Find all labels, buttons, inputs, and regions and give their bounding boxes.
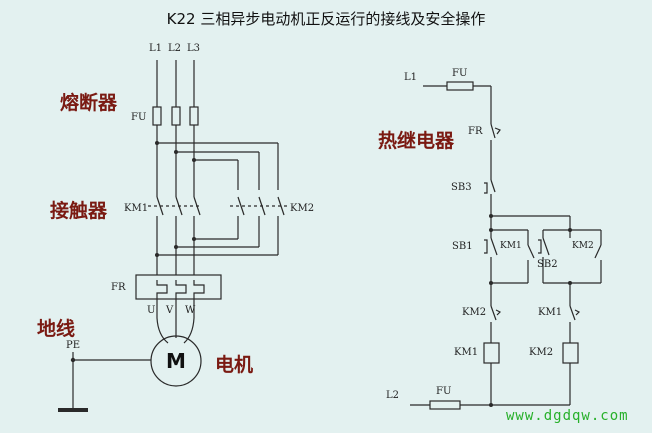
thermal-relay-box [135,274,222,300]
km2-interlock-label: KM2 [462,307,487,318]
control-fr-label: FR [468,126,483,137]
motor-leads [156,299,195,344]
km1-hold-label: KM1 [500,241,522,251]
thermal-relay-heading: 热继电器 [378,130,455,152]
km2-hold-label: KM2 [572,241,594,251]
terminal-u-label: U [147,305,156,316]
watermark-text: www.dgdqw.com [506,408,629,424]
km1-coil-label: KM1 [454,347,479,358]
line-l2-label: L2 [168,43,182,54]
km1-interlock-label: KM1 [538,307,563,318]
power-lines [156,60,195,275]
km2-main-contacts [230,196,288,216]
control-l1-label: L1 [404,72,418,83]
ground-heading: 地线 [37,318,76,340]
fuse-group [152,106,199,126]
motor-letter: M [166,349,186,373]
pe-label: PE [66,340,81,351]
contactor-heading: 接触器 [50,200,108,222]
fuse-label: FU [131,112,147,123]
sb1-label: SB1 [452,241,473,252]
line-l1-label: L1 [149,43,163,54]
sb3-label: SB3 [451,182,472,193]
reversing-bridge [157,142,279,256]
motor-symbol [150,335,202,387]
line-l3-label: L3 [187,43,201,54]
motor-heading: 电机 [215,354,254,376]
terminal-v-label: V [166,305,174,316]
km1-label: KM1 [124,203,149,214]
control-fu-top-label: FU [452,68,468,79]
sb2-label: SB2 [537,259,558,270]
control-circuit [410,81,602,410]
km1-main-contacts [148,196,201,216]
control-fu-bottom-label: FU [436,386,452,397]
fuse-heading: 熔断器 [60,92,118,114]
diagram-title: K22 三相异步电动机正反运行的接线及安全操作 [166,10,486,28]
control-l2-label: L2 [386,390,400,401]
fr-label: FR [111,282,126,293]
junction-dots [70,141,572,407]
km2-coil-label: KM2 [529,347,554,358]
km2-label: KM2 [290,203,315,214]
terminal-w-label: W [185,305,196,316]
